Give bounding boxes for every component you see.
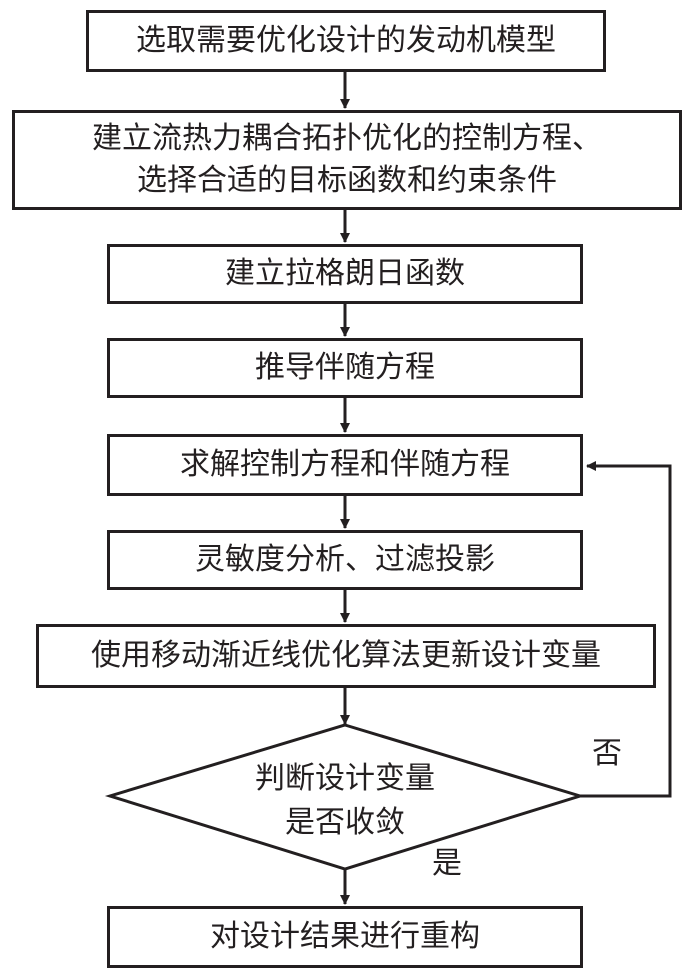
step-reconstruct: 对设计结果进行重构 <box>107 906 583 968</box>
loop-back-arrow <box>580 461 672 798</box>
step-lagrange-text: 建立拉格朗日函数 <box>225 256 465 291</box>
step-solve: 求解控制方程和伴随方程 <box>107 434 583 496</box>
label-yes: 是 <box>432 846 462 881</box>
decision-text-line2: 是否收敛 <box>285 805 405 840</box>
step-solve-text: 求解控制方程和伴随方程 <box>180 447 510 482</box>
step-sensitivity-text: 灵敏度分析、过滤投影 <box>195 542 495 577</box>
step-establish-equations-line2: 选择合适的目标函数和约束条件 <box>137 163 557 198</box>
step-mma-update: 使用移动渐近线优化算法更新设计变量 <box>36 624 656 688</box>
step-select-model-text: 选取需要优化设计的发动机模型 <box>136 23 556 58</box>
step-adjoint: 推导伴随方程 <box>107 338 583 398</box>
label-no: 否 <box>592 736 622 771</box>
step-establish-equations-line1: 建立流热力耦合拓扑优化的控制方程、 <box>92 121 602 156</box>
step-mma-update-text: 使用移动渐近线优化算法更新设计变量 <box>91 638 601 673</box>
decision-text-line1: 判断设计变量 <box>255 761 435 796</box>
step-adjoint-text: 推导伴随方程 <box>255 350 435 385</box>
step-reconstruct-text: 对设计结果进行重构 <box>210 919 480 954</box>
step-sensitivity: 灵敏度分析、过滤投影 <box>107 530 583 590</box>
step-establish-equations: 建立流热力耦合拓扑优化的控制方程、 选择合适的目标函数和约束条件 <box>12 110 682 210</box>
decision-diamond <box>104 723 586 871</box>
step-select-model: 选取需要优化设计的发动机模型 <box>86 10 606 72</box>
step-lagrange: 建立拉格朗日函数 <box>107 244 583 304</box>
